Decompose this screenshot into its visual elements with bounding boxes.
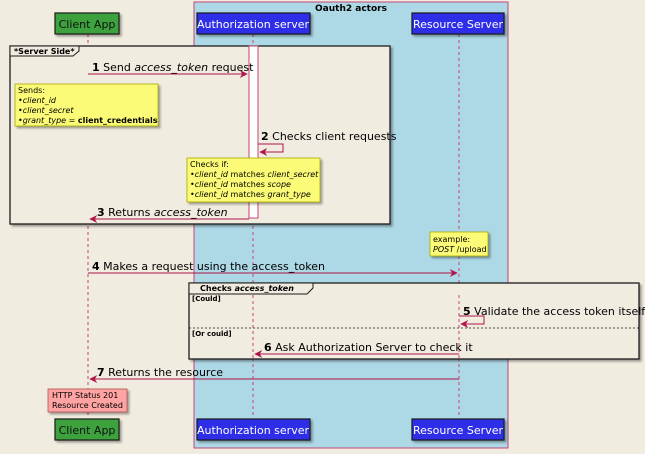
message-2-label: 2 Checks client requests (261, 130, 397, 143)
participant-label: Client App (59, 18, 116, 31)
group-title: Oauth2 actors (315, 4, 387, 14)
note-sends: Sends: •client_id •client_secret •grant_… (14, 83, 159, 127)
note-example: example: POST /upload (429, 231, 489, 257)
note-http-status: HTTP Status 201 Resource Created (47, 388, 128, 413)
participant-resource-server-top: Resource Server (411, 12, 505, 35)
participant-client-app-bottom: Client App (54, 418, 120, 441)
alt-branch-could: [Could] (192, 295, 221, 303)
message-1-label: 1 Send access_token request (92, 61, 254, 74)
frame-title: Checks access_token (200, 284, 294, 293)
svg-text:example: POST /upload: example: POST /upload (433, 235, 487, 254)
svg-text:Sends: •client_id: Sends: •client_id •client_secret •grant_… (18, 86, 158, 125)
message-3-label: 3 Returns access_token (97, 206, 228, 219)
participant-label: Authorization server (197, 18, 309, 31)
participant-resource-server-bottom: Resource Server (411, 418, 505, 441)
message-5-label: 5 Validate the access token itself (463, 305, 645, 318)
frame-title: *Server Side* (14, 47, 75, 56)
message-2-arrow (258, 143, 284, 156)
participant-client-app-top: Client App (54, 12, 120, 35)
svg-text:Checks if: •client_id ma: Checks if: •client_id matches client_sec… (190, 160, 321, 199)
message-6-label: 6 Ask Authorization Server to check it (264, 341, 473, 354)
participant-label: Resource Server (413, 424, 503, 437)
participant-label: Authorization server (197, 424, 309, 437)
note-checks-if: Checks if: •client_id matches client_sec… (186, 157, 321, 203)
svg-text:HTTP Status 201 Resource: HTTP Status 201 Resource Created (52, 391, 123, 410)
message-5-arrow (459, 315, 485, 328)
message-7-label: 7 Returns the resource (97, 366, 223, 379)
participant-label: Client App (59, 424, 116, 437)
message-4-label: 4 Makes a request using the access_token (92, 260, 325, 273)
participant-authorization-server-bottom: Authorization server (196, 418, 311, 441)
alt-branch-or-could: [Or could] (192, 330, 232, 338)
frame-checks-access-token: Checks access_token [Could] [Or could] (188, 282, 640, 360)
participant-authorization-server-top: Authorization server (196, 12, 311, 35)
participant-label: Resource Server (413, 18, 503, 31)
activation-bar-authorization-server (248, 45, 259, 219)
